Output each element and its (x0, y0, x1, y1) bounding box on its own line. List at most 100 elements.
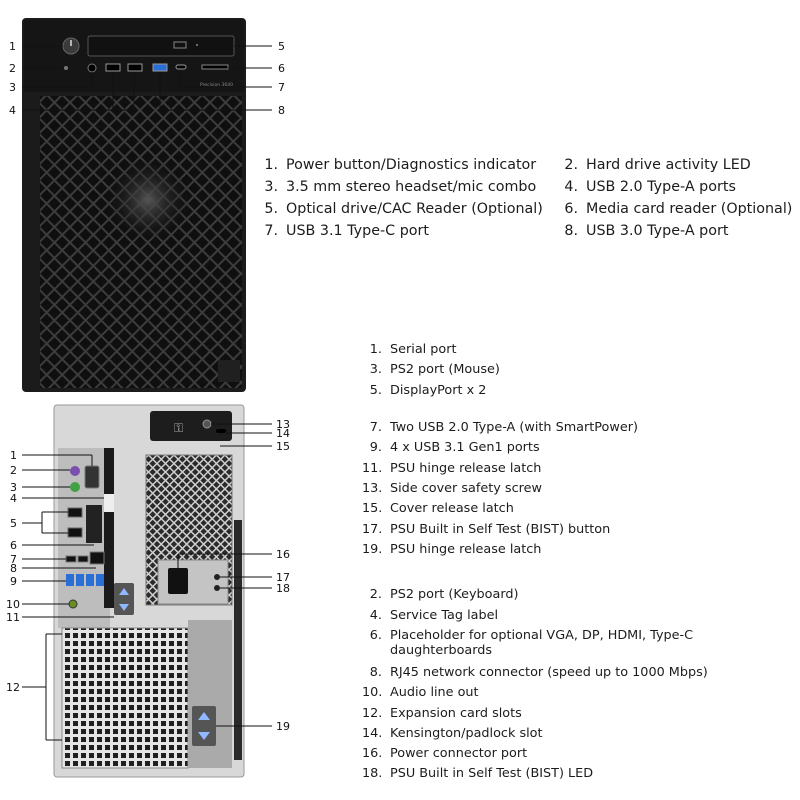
rear-usb3-port-3[interactable] (86, 574, 94, 586)
optical-eject-button[interactable] (173, 41, 187, 49)
media-card-reader[interactable] (201, 64, 229, 70)
psu-bist-button[interactable] (214, 574, 220, 580)
front-usb2-port-2[interactable] (127, 63, 143, 72)
optical-drive[interactable] (87, 35, 235, 57)
front-legend-item-3: 3.3.5 mm stereo headset/mic combo (264, 179, 537, 195)
front-legend-item-2: 2.Hard drive activity LED (564, 157, 751, 173)
rear-callout-16: 16 (276, 548, 290, 561)
front-callout-4: 4 (9, 104, 16, 117)
hdd-led (64, 66, 68, 70)
front-callout-6: 6 (278, 62, 285, 75)
front-usb3-port[interactable] (152, 63, 168, 72)
rear-callout-6: 6 (10, 539, 17, 552)
rear-io-panel (58, 448, 110, 628)
rear-callout-11: 11 (6, 611, 20, 624)
front-mesh (40, 96, 242, 388)
rear-callout-8: 8 (10, 562, 17, 575)
kensington-slot[interactable] (216, 429, 226, 433)
rear-callout-15: 15 (276, 440, 290, 453)
audio-line-out[interactable] (68, 599, 78, 609)
front-foot (218, 360, 240, 382)
cover-latch-housing (150, 411, 232, 441)
rear-legend-item-7: 7.Two USB 2.0 Type-A (with SmartPower) (369, 420, 638, 435)
rear-callout-numbers: 1 2 3 4 5 6 7 8 9 10 11 12 13 14 15 16 1… (6, 418, 290, 733)
rear-tower: ⚿ (53, 404, 245, 778)
front-callout-7: 7 (278, 81, 285, 94)
rj45-port[interactable] (89, 551, 105, 565)
rear-callout-13: 13 (276, 418, 290, 431)
rear-usb2-port-2[interactable] (77, 555, 89, 563)
side-cover-screw[interactable] (202, 419, 212, 429)
rear-legend-item-5: 5.DisplayPort x 2 (369, 383, 487, 398)
rear-callout-5: 5 (10, 517, 17, 530)
rear-usb3-port-1[interactable] (66, 574, 74, 586)
front-legend-item-8: 8.USB 3.0 Type-A port (564, 223, 729, 239)
rear-callout-2: 2 (10, 464, 17, 477)
rear-io-black-strip (104, 448, 114, 608)
psu-hinge-latch-bottom[interactable] (192, 706, 216, 746)
headset-jack[interactable] (87, 63, 97, 73)
latch-arrow-down-icon (119, 604, 129, 611)
displayport-2[interactable] (67, 527, 83, 538)
power-connector-port[interactable] (168, 568, 188, 594)
rear-callout-19: 19 (276, 720, 290, 733)
rear-callout-12: 12 (6, 681, 20, 694)
psu-bist-led (214, 585, 220, 591)
rear-legend-item-4: 4.Service Tag label (369, 608, 499, 623)
rear-edge-strip (234, 520, 242, 760)
front-legend-item-5: 5.Optical drive/CAC Reader (Optional) (264, 201, 543, 217)
latch-arrow-up-icon (119, 588, 129, 595)
optical-led (196, 44, 198, 46)
rear-legend-item-6: 6.Placeholder for optional VGA, DP, HDMI… (369, 628, 694, 658)
rear-legend-item-19: 19.PSU hinge release latch (362, 542, 542, 557)
rear-callout-4: 4 (10, 492, 17, 505)
rear-legend-item-1: 1.Serial port (369, 342, 457, 357)
ps2-mouse-port[interactable] (70, 482, 80, 492)
rear-legend-item-16: 16.Power connector port (362, 746, 528, 761)
rear-legend-item-3: 3.PS2 port (Mouse) (369, 362, 500, 377)
psu-hinge-latch-top[interactable] (114, 583, 134, 615)
rear-callout-18: 18 (276, 582, 290, 595)
front-tower: Precision 3640 (22, 18, 246, 392)
ps2-keyboard-port[interactable] (70, 466, 80, 476)
front-logo (106, 158, 190, 242)
service-tag-label (104, 494, 114, 512)
optional-daughterboard-placeholder (86, 505, 102, 543)
rear-legend-item-10: 10.Audio line out (362, 685, 479, 700)
displayport-1[interactable] (67, 507, 83, 518)
front-callout-1: 1 (9, 40, 16, 53)
latch-arrow-up-icon-2 (198, 712, 210, 720)
front-legend-item-1: 1.Power button/Diagnostics indicator (264, 157, 537, 173)
front-legend-item-7: 7.USB 3.1 Type-C port (264, 223, 430, 239)
rear-legend-item-2: 2.PS2 port (Keyboard) (369, 587, 519, 602)
padlock-icon: ⚿ (174, 421, 183, 435)
rear-usb3-port-2[interactable] (76, 574, 84, 586)
rear-usb3-port-4[interactable] (96, 574, 104, 586)
front-callout-5: 5 (278, 40, 285, 53)
rear-legend-item-12: 12.Expansion card slots (362, 706, 522, 721)
rear-callout-1: 1 (10, 449, 17, 462)
rear-callout-14: 14 (276, 427, 290, 440)
expansion-card-slots (61, 627, 189, 769)
rear-legend-item-18: 18.PSU Built in Self Test (BIST) LED (362, 766, 594, 781)
rear-callout-9: 9 (10, 575, 17, 588)
latch-arrow-down-icon-2 (198, 732, 210, 740)
front-usb2-port-1[interactable] (105, 63, 121, 72)
front-usbc-port[interactable] (175, 64, 187, 70)
rear-legend-item-13: 13.Side cover safety screw (362, 481, 542, 496)
front-callout-8: 8 (278, 104, 285, 117)
rear-legend-item-15: 15.Cover release latch (362, 501, 514, 516)
front-callout-numbers: 1 2 3 4 5 6 7 8 (9, 40, 285, 117)
rear-usb2-port-1[interactable] (65, 555, 77, 563)
rear-callout-17: 17 (276, 571, 290, 584)
rear-callout-7: 7 (10, 553, 17, 566)
serial-port[interactable] (84, 465, 100, 489)
front-legend-item-6: 6.Media card reader (Optional) (564, 201, 793, 217)
rear-callout-3: 3 (10, 481, 17, 494)
front-callout-3: 3 (9, 81, 16, 94)
rear-callout-10: 10 (6, 598, 20, 611)
front-callout-2: 2 (9, 62, 16, 75)
rear-legend-item-9: 9.4 x USB 3.1 Gen1 ports (369, 440, 540, 455)
front-legend-item-4: 4.USB 2.0 Type-A ports (564, 179, 736, 195)
